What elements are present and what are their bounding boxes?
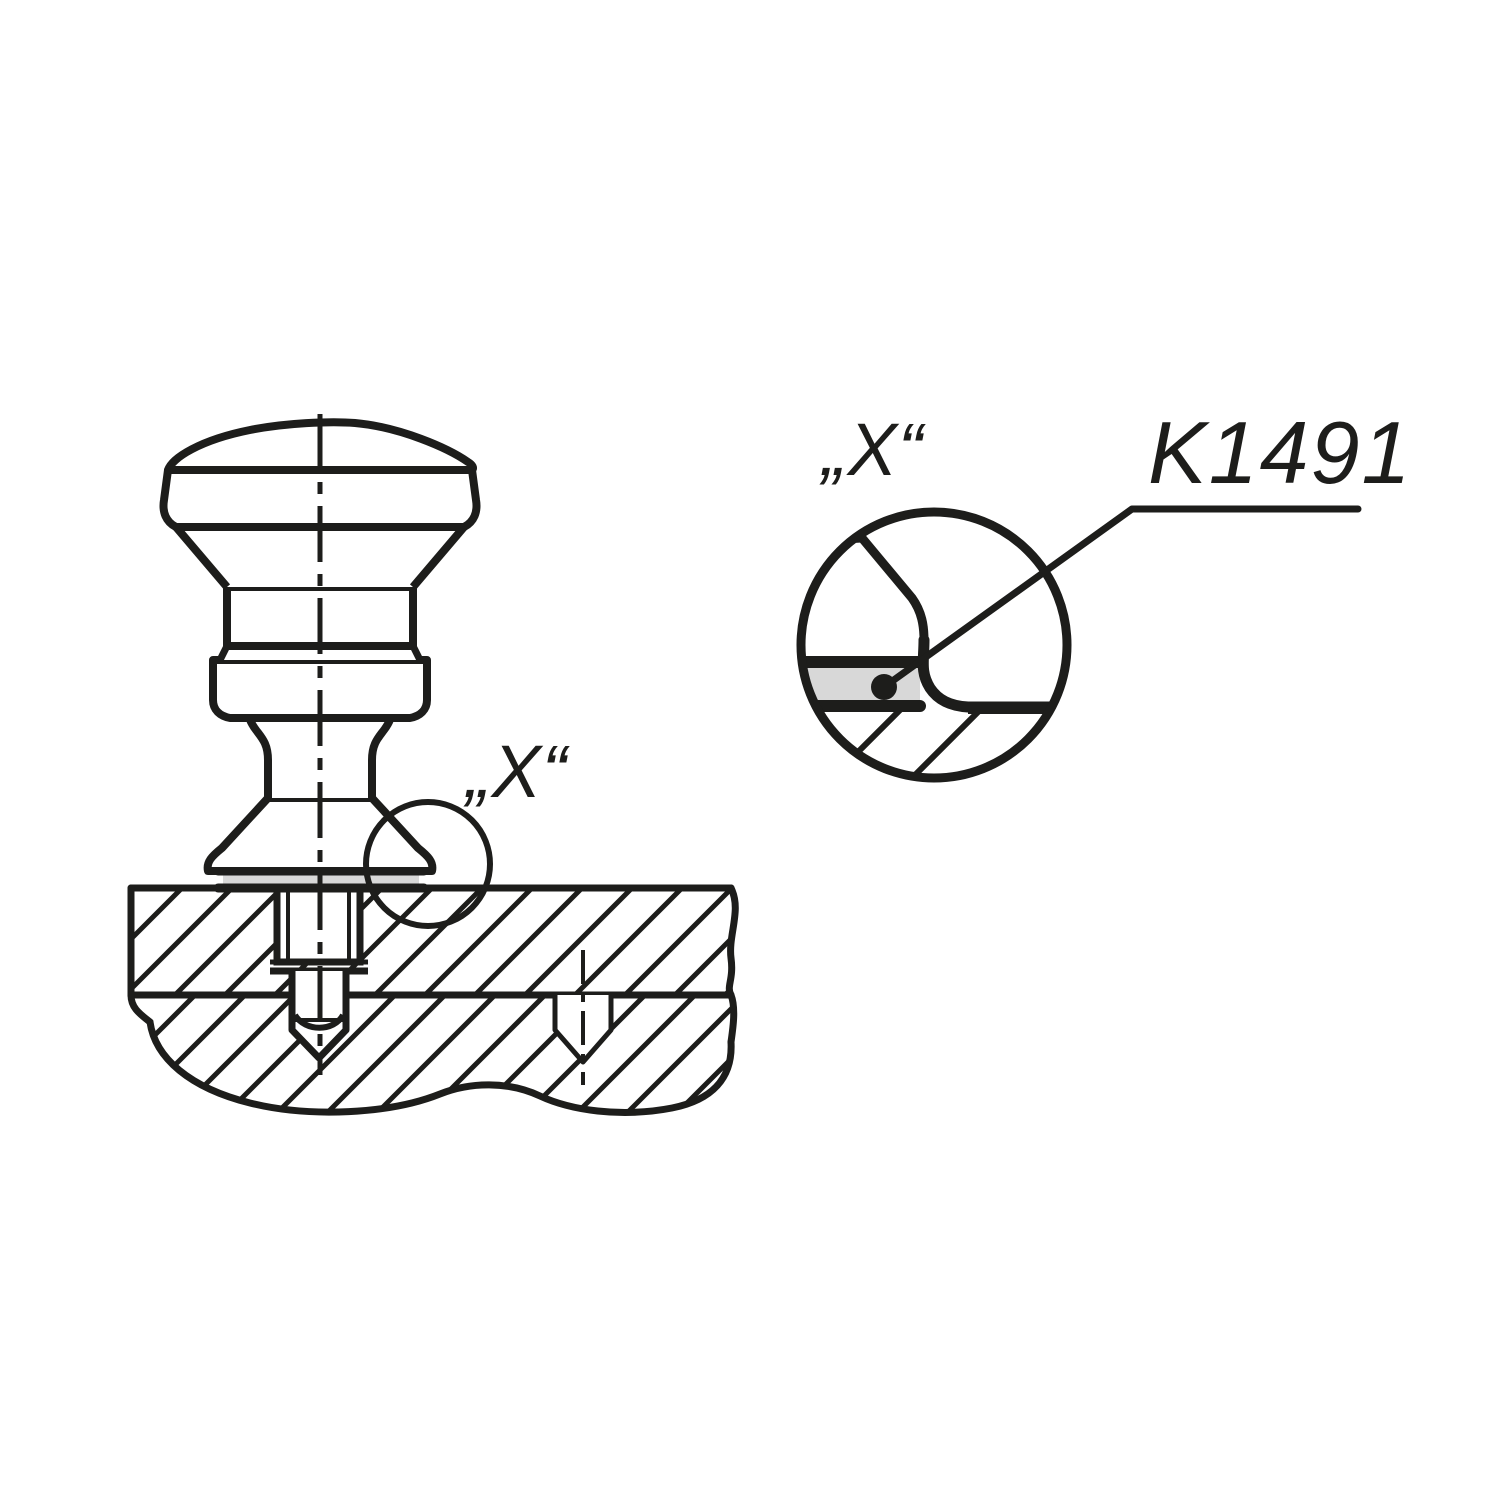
plate-bottom-break-edge [146,1018,735,1116]
main-section-view: „X“ [127,414,739,1116]
detail-knob-flange-body [801,530,922,652]
part-number-label: K1491 [1148,403,1412,502]
detail-marker-label-main: „X“ [463,730,570,813]
detail-circle-outline [796,507,1072,783]
locating-bore [552,950,614,1085]
detail-marker-label-enlarged: „X“ [819,408,926,491]
enlarged-detail-view: „X“ K1491 [796,403,1412,783]
detail-washer-fill [801,662,920,706]
knob-lower-cylinder [209,656,431,722]
detail-circle-marker [363,799,493,929]
leader-dot [871,674,897,700]
plate-right-break-edge [725,884,739,1046]
leader-line [880,505,1362,691]
